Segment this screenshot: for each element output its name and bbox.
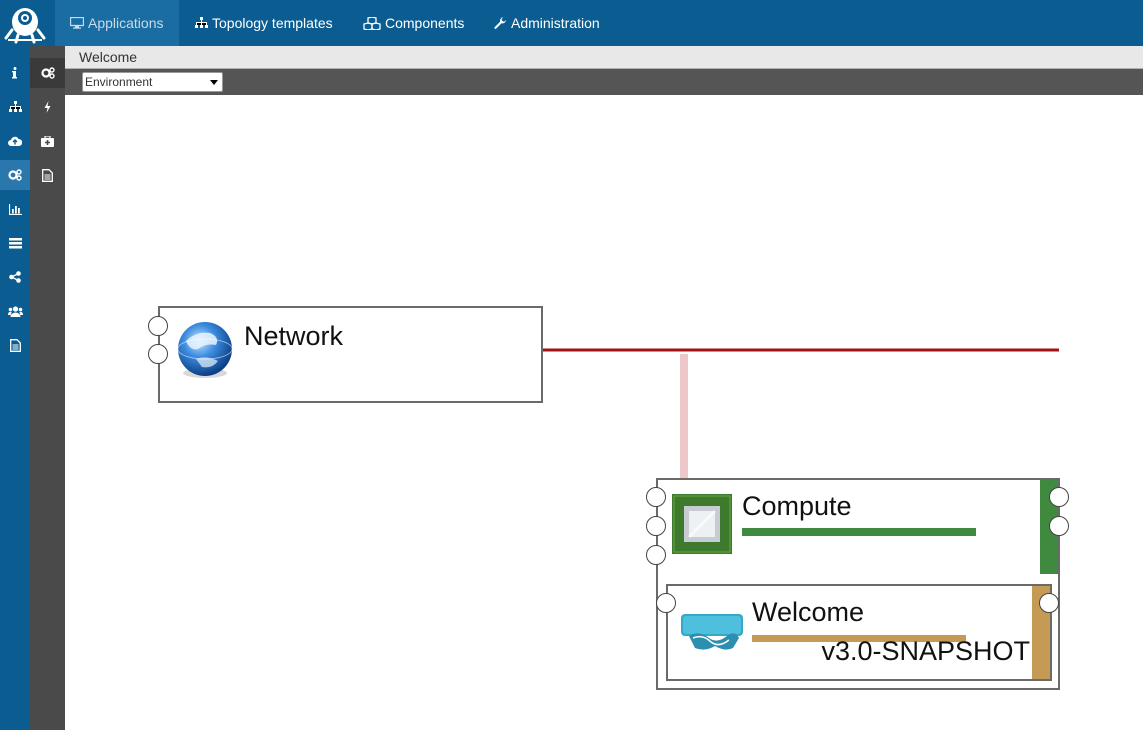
welcome-port[interactable] (656, 593, 676, 613)
network-node-title: Network (244, 321, 344, 351)
file-icon (9, 338, 21, 352)
file-icon (42, 168, 53, 182)
monitor-icon (70, 17, 84, 29)
app-logo[interactable] (0, 0, 50, 46)
sub-sidebar-maintenance[interactable] (30, 126, 65, 156)
nav-components[interactable]: Components (363, 0, 464, 46)
topology-links (542, 348, 1059, 479)
nav-topology-templates-label: Topology templates (212, 15, 333, 31)
sitemap-icon (8, 101, 22, 112)
compute-node[interactable]: Compute Welcome v3.0-SNAPSHOT (656, 478, 1060, 690)
bolt-icon (44, 101, 51, 113)
welcome-handshake-icon (681, 614, 743, 650)
nav-topology-templates[interactable]: Topology templates (195, 0, 333, 46)
nav-administration[interactable]: Administration (494, 0, 600, 46)
compute-port[interactable] (646, 545, 666, 565)
sidebar-metrics[interactable] (0, 194, 30, 224)
gears-icon (40, 67, 55, 79)
globe-icon (177, 322, 233, 378)
top-navbar: Applications Topology templates Componen… (0, 0, 1143, 46)
primary-sidebar (0, 46, 30, 730)
sidebar-share[interactable] (0, 262, 30, 292)
network-node[interactable]: Network (158, 306, 543, 403)
sidebar-info[interactable] (0, 58, 30, 88)
sidebar-list[interactable] (0, 228, 30, 258)
chevron-down-icon (210, 80, 218, 85)
network-port[interactable] (148, 316, 168, 336)
cpu-chip-icon (672, 494, 732, 554)
environment-select-value: Environment (85, 75, 153, 89)
sidebar-docs[interactable] (0, 330, 30, 360)
nav-administration-label: Administration (511, 15, 600, 31)
cubes-icon (363, 16, 381, 30)
welcome-status-bar (752, 635, 966, 642)
welcome-node-version: v3.0-SNAPSHOT (821, 636, 1030, 666)
medkit-icon (41, 135, 54, 147)
sidebar-users[interactable] (0, 296, 30, 326)
welcome-port[interactable] (1039, 593, 1059, 613)
sub-sidebar-runtime[interactable] (30, 58, 65, 88)
compute-port[interactable] (1049, 516, 1069, 536)
topology-canvas[interactable]: Network Compute Welcome v3.0-SNAPSHOT (65, 95, 1143, 730)
compute-node-title: Compute (742, 491, 852, 521)
users-icon (7, 305, 23, 317)
compute-port[interactable] (646, 516, 666, 536)
wrench-icon (494, 16, 506, 29)
bar-chart-icon (8, 203, 22, 215)
sitemap-icon (195, 17, 208, 28)
share-icon (9, 271, 21, 283)
nav-applications[interactable]: Applications (55, 0, 179, 46)
compute-port[interactable] (646, 487, 666, 507)
breadcrumb-label: Welcome (79, 49, 138, 65)
environment-select[interactable]: Environment (82, 72, 223, 92)
list-icon (8, 237, 22, 248)
secondary-sidebar (30, 46, 65, 730)
nav-applications-label: Applications (88, 15, 164, 31)
info-icon (12, 67, 17, 79)
network-port[interactable] (148, 344, 168, 364)
gears-icon (8, 169, 22, 181)
cloud-upload-icon (8, 136, 22, 146)
sub-sidebar-events[interactable] (30, 92, 65, 122)
breadcrumb: Welcome (65, 46, 1143, 69)
sidebar-deployment[interactable] (0, 126, 30, 156)
sidebar-topology[interactable] (0, 92, 30, 122)
welcome-node-title: Welcome (752, 597, 865, 627)
nav-components-label: Components (385, 15, 465, 31)
sidebar-runtime[interactable] (0, 160, 30, 190)
compute-status-bar (742, 528, 976, 536)
sub-sidebar-logs[interactable] (30, 160, 65, 190)
toolbar: Environment (65, 69, 1143, 95)
compute-port[interactable] (1049, 487, 1069, 507)
welcome-node[interactable]: Welcome v3.0-SNAPSHOT (666, 584, 1052, 681)
